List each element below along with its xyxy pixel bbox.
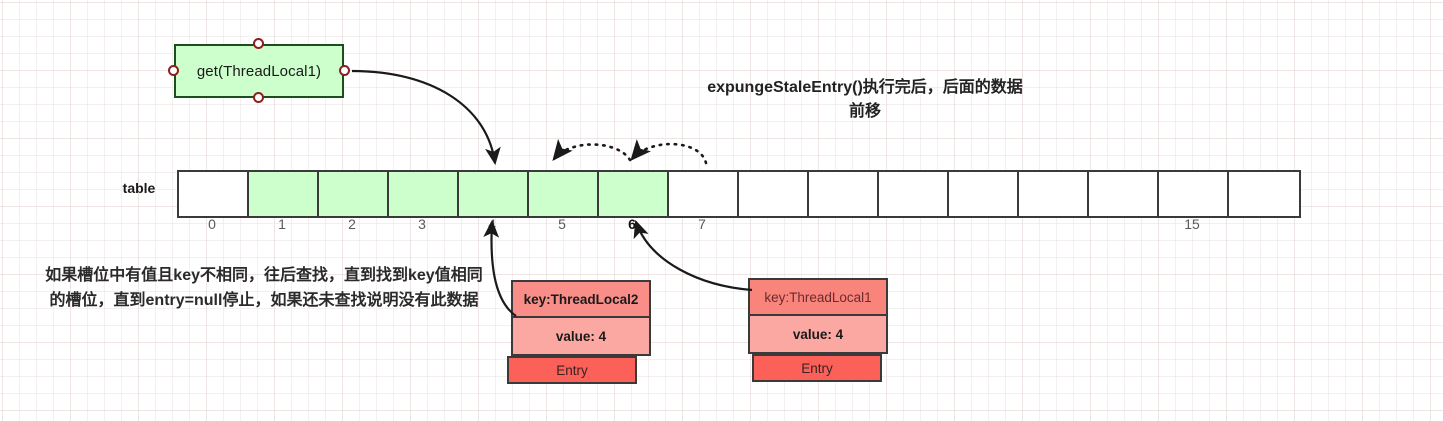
table-index-13 <box>1087 216 1157 232</box>
entry-right-value: value: 4 <box>750 316 886 352</box>
get-threadlocal1-node[interactable]: get(ThreadLocal1) <box>174 44 344 98</box>
table-index-14: 15 <box>1184 216 1200 232</box>
search-rule-note: 如果槽位中有值且key不相同，往后查找，直到找到key值相同的槽位，直到entr… <box>45 267 483 309</box>
table-slot-10[interactable] <box>879 172 949 216</box>
table-slot-3[interactable] <box>389 172 459 216</box>
entry-right-kv: key:ThreadLocal1 value: 4 <box>748 278 888 354</box>
table-slot-4[interactable] <box>459 172 529 216</box>
entry-left-kv: key:ThreadLocal2 value: 4 <box>511 280 651 356</box>
table-index-10 <box>877 216 947 232</box>
table-index-8 <box>737 216 807 232</box>
table-index-labels: 0 1 2 3 4 5 6 7 15 <box>177 216 1297 232</box>
table-label: table <box>122 180 156 196</box>
table-index-2: 2 <box>348 216 356 232</box>
table-slot-5[interactable] <box>529 172 599 216</box>
table-index-12 <box>1017 216 1087 232</box>
table-index-11 <box>947 216 1017 232</box>
table-index-15 <box>1227 216 1297 232</box>
entry-right-type: Entry <box>752 354 882 382</box>
table-slot-15[interactable] <box>1229 172 1299 216</box>
table-slot-7[interactable] <box>669 172 739 216</box>
table-slot-14[interactable] <box>1159 172 1229 216</box>
table-index-3: 3 <box>418 216 426 232</box>
node-port-top-icon[interactable] <box>253 38 264 49</box>
get-threadlocal1-label: get(ThreadLocal1) <box>196 62 322 80</box>
node-port-right-icon[interactable] <box>339 65 350 76</box>
table-index-9 <box>807 216 877 232</box>
table-slot-1[interactable] <box>249 172 319 216</box>
entry-left-value: value: 4 <box>513 318 649 354</box>
table-slot-6[interactable] <box>599 172 669 216</box>
table-slots <box>177 170 1301 218</box>
table-index-1: 1 <box>278 216 286 232</box>
table-slot-13[interactable] <box>1089 172 1159 216</box>
table-index-6: 6 <box>628 216 636 232</box>
table-slot-0[interactable] <box>179 172 249 216</box>
node-port-left-icon[interactable] <box>168 65 179 76</box>
table-slot-9[interactable] <box>809 172 879 216</box>
node-port-bottom-icon[interactable] <box>253 92 264 103</box>
table-slot-2[interactable] <box>319 172 389 216</box>
entry-left-type: Entry <box>507 356 637 384</box>
table-index-5: 5 <box>558 216 566 232</box>
table-slot-12[interactable] <box>1019 172 1089 216</box>
entry-box-threadlocal1[interactable]: key:ThreadLocal1 value: 4 Entry <box>748 278 888 382</box>
table-index-4: 4 <box>488 216 496 232</box>
entry-left-key: key:ThreadLocal2 <box>513 282 649 318</box>
entry-box-threadlocal2[interactable]: key:ThreadLocal2 value: 4 Entry <box>507 280 651 384</box>
table-index-0: 0 <box>208 216 216 232</box>
headline-text: expungeStaleEntry()执行完后，后面的数据前移 <box>707 79 1023 120</box>
table-index-7: 7 <box>698 216 706 232</box>
table-slot-8[interactable] <box>739 172 809 216</box>
entry-right-key: key:ThreadLocal1 <box>750 280 886 316</box>
table-slot-11[interactable] <box>949 172 1019 216</box>
